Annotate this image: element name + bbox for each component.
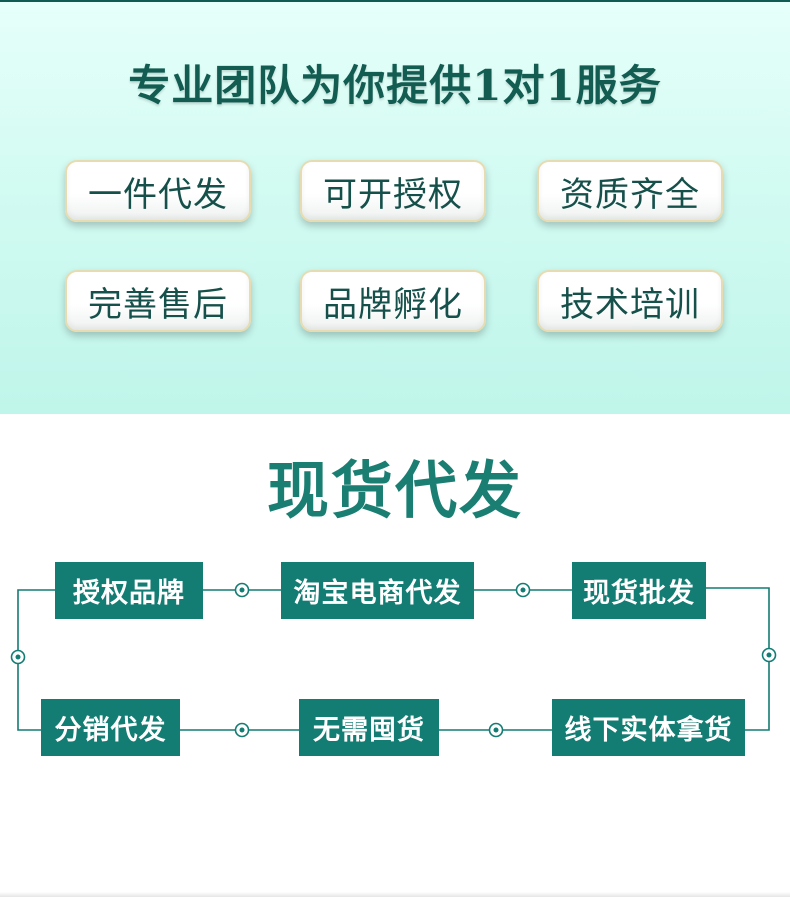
service-pill-brand-incubation: 品牌孵化 [300,270,486,332]
service-pill-qualifications: 资质齐全 [537,160,723,222]
service-pill-after-sales: 完善售后 [65,270,251,332]
service-pill-dropship: 一件代发 [65,160,251,222]
flow-box-distribution-dropship: 分销代发 [41,699,180,756]
service-pill-tech-training: 技术培训 [537,270,723,332]
flow-box-taobao-dropship: 淘宝电商代发 [281,562,474,619]
service-pill-authorization: 可开授权 [300,160,486,222]
services-title: 专业团队为你提供1对1服务 [128,61,662,110]
flow-title: 现货代发 [266,454,523,527]
flow-box-authorized-brand: 授权品牌 [55,562,203,619]
flow-box-no-stocking: 无需囤货 [299,699,439,756]
services-section: 专业团队为你提供1对1服务 一件代发 可开授权 资质齐全 完善售后 品牌孵化 技… [0,0,790,414]
flow-box-offline-pickup: 线下实体拿货 [552,699,745,756]
bottom-divider [0,892,790,897]
flow-box-spot-wholesale: 现货批发 [572,562,706,619]
